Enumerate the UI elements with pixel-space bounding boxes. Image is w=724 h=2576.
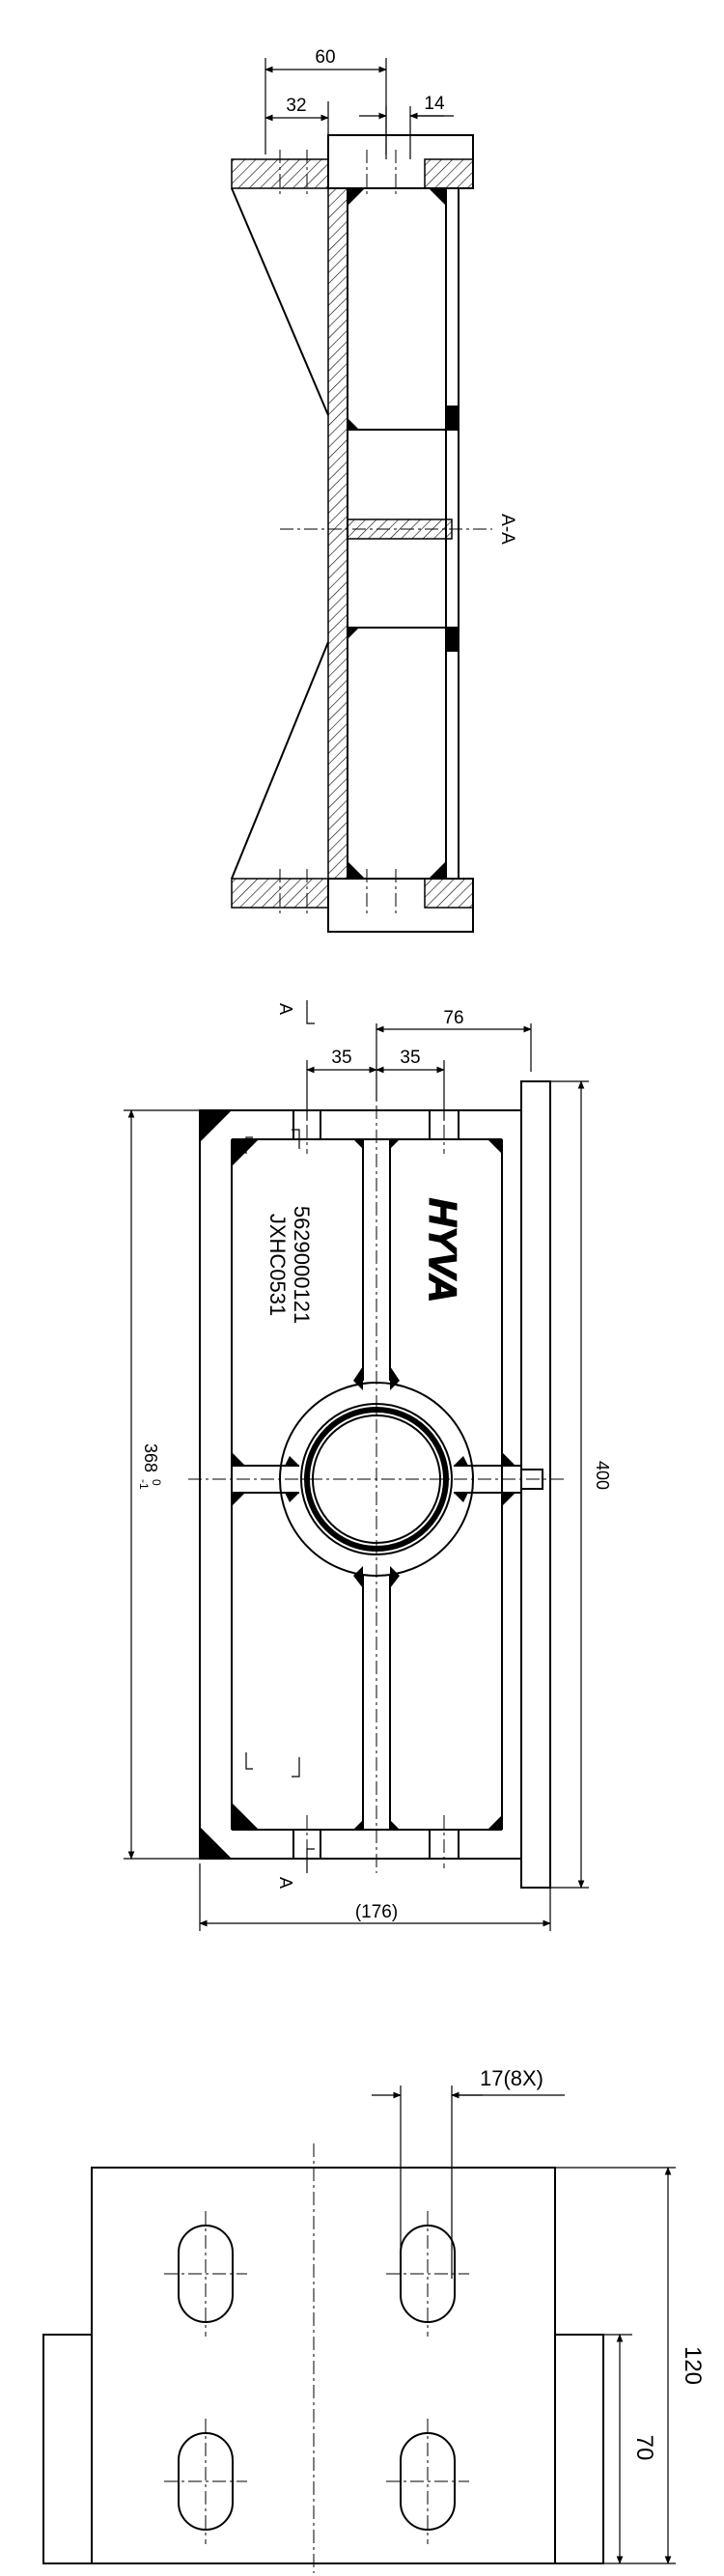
top-section-view: 60 32 14 [231,47,517,933]
top-flange-right [424,158,474,189]
center-ring [279,1382,474,1577]
dim-70-label: 70 [631,2435,657,2461]
drawing-code: JXHC0531 [265,1214,290,1316]
dim-17-label: 17(8X) [480,2066,543,2090]
dim-368-tol-upper: 0 [150,1479,163,1486]
dim-120-label: 120 [680,2346,706,2385]
dim-70: 70 [603,2334,657,2564]
part-number: 5629000121 [290,1206,314,1324]
elevation-body [91,2167,556,2564]
dim-400-label: 400 [593,1461,612,1490]
elevation-view: 17(8X) 120 70 [42,2066,706,2573]
dim-60-label: 60 [315,47,335,68]
bottom-flange-right [424,878,474,909]
dim-368-tol-lower: -1 [137,1479,151,1490]
dim-176-label: (176) [355,1902,398,1922]
dim-35-35: 35 35 [306,1048,445,1120]
plan-view: A A 76 35 35 [124,1000,612,1931]
section-mark-top: A [276,1000,315,1024]
elevation-tab-left [42,2334,93,2564]
plan-holes [292,1101,459,1868]
elevation-tab-right [554,2334,604,2564]
dim-76-label: 76 [443,1008,463,1028]
plan-back-plate [520,1080,551,1889]
dim-17-8x: 17(8X) [372,2066,565,2279]
section-mark-bottom: A [276,1848,315,1889]
dim-32: 32 [265,96,329,159]
dim-14: 14 [359,94,454,159]
slots [164,2211,469,2544]
dim-14-label: 14 [424,94,445,114]
svg-text:A: A [276,1003,295,1015]
dim-368: 368 0 -1 [124,1109,217,1860]
main-plate [327,187,348,880]
dim-176: (176) [199,1863,551,1931]
dim-32-label: 32 [286,96,306,116]
dim-35-left-label: 35 [331,1048,351,1068]
dim-35-right-label: 35 [400,1048,420,1068]
dim-400: 400 [550,1080,612,1889]
svg-text:A: A [276,1877,295,1889]
dim-120: 120 [555,2167,706,2564]
section-label-aa: A-A [497,514,517,545]
dim-76: 76 [376,1008,532,1101]
dim-60: 60 [265,47,387,154]
hyva-logo: HYVA [421,1198,463,1302]
dim-368-label: 368 [141,1443,160,1472]
